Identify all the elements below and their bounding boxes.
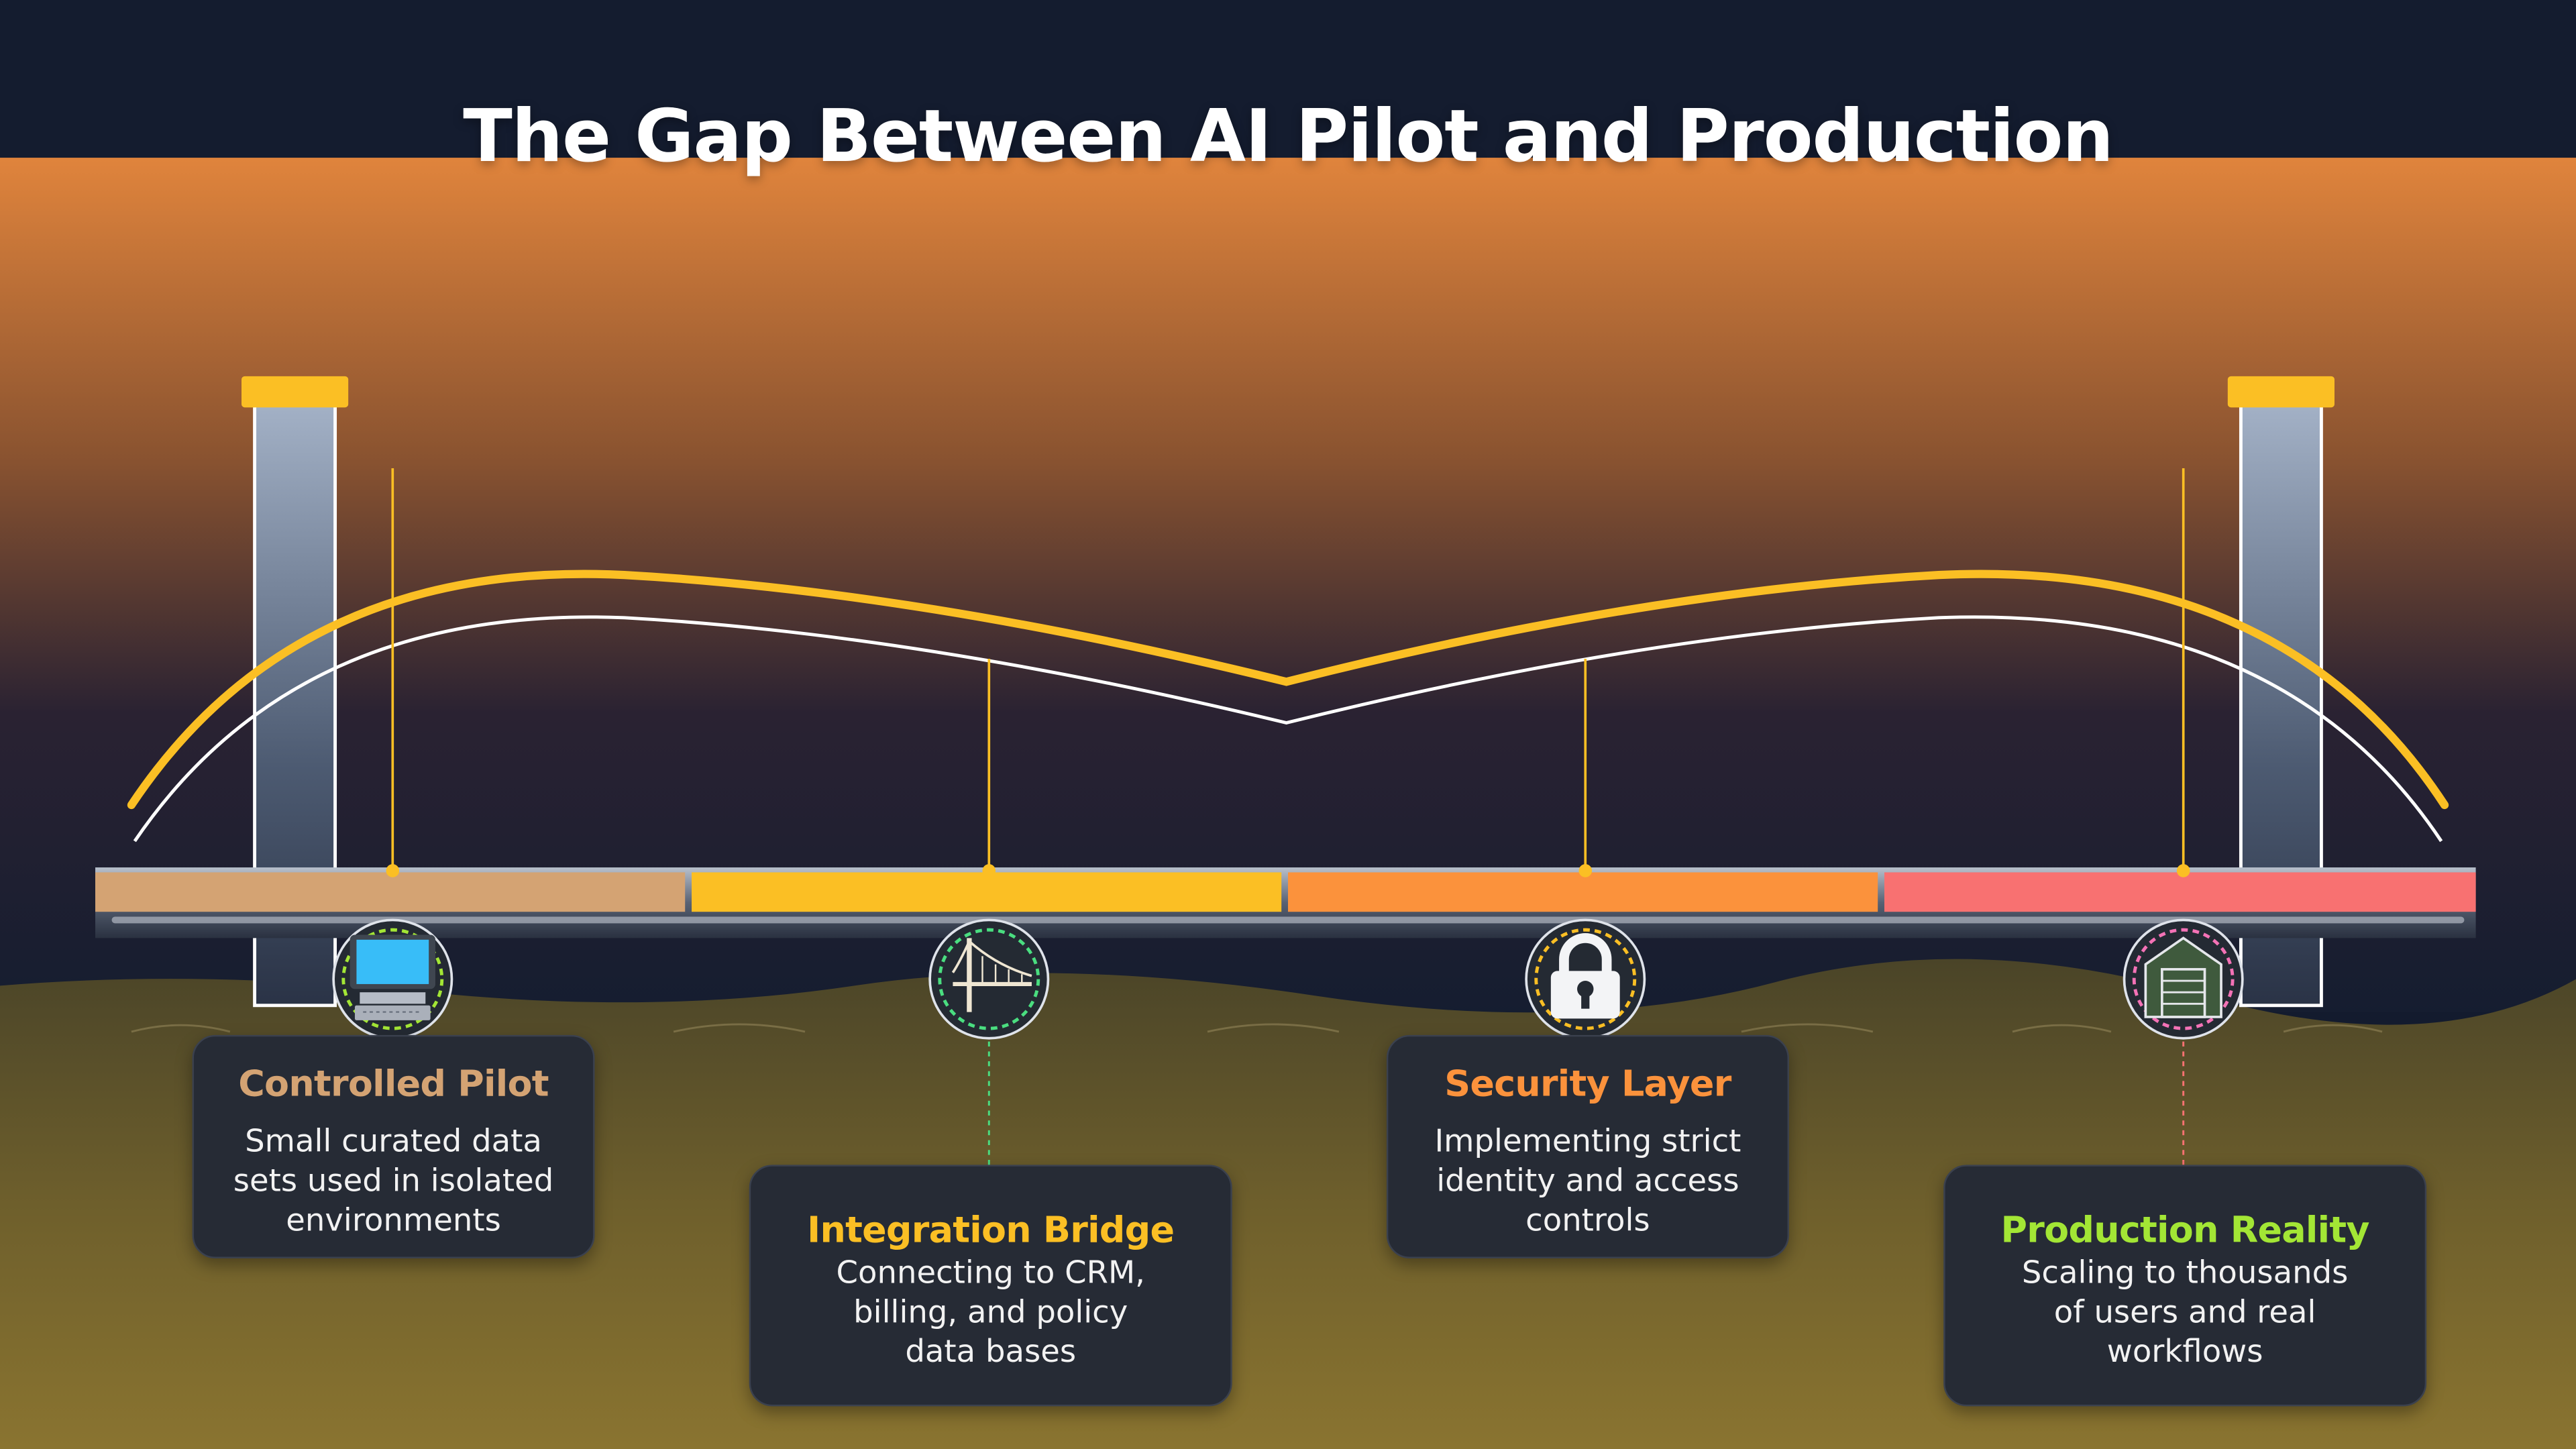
card-description-line: Scaling to thousands <box>2021 1255 2349 1291</box>
warehouse-icon <box>2123 918 2244 1040</box>
computer-icon <box>332 918 453 1040</box>
card-description-line: environments <box>286 1202 501 1239</box>
stage-card-production-reality: Production Reality Scaling to thousands … <box>1943 1165 2427 1407</box>
card-description-line: Connecting to CRM, <box>836 1255 1145 1291</box>
card-description-line: data bases <box>905 1334 1077 1371</box>
card-description: Implementing strict identity and access … <box>1388 1122 1787 1240</box>
card-description: Scaling to thousands of users and real w… <box>1945 1254 2425 1372</box>
card-description-line: of users and real <box>2053 1294 2316 1331</box>
card-description: Small curated data sets used in isolated… <box>194 1122 593 1240</box>
page-title: The Gap Between AI Pilot and Production <box>463 95 2114 179</box>
padlock-icon <box>1525 918 1646 1040</box>
bridge-deck <box>95 867 2476 938</box>
ground <box>0 959 2576 1449</box>
card-title: Controlled Pilot <box>238 1064 549 1106</box>
card-description-line: controls <box>1525 1202 1650 1239</box>
card-title: Security Layer <box>1444 1064 1731 1106</box>
card-title: Production Reality <box>2000 1210 2370 1252</box>
deck-segment-1 <box>95 872 686 912</box>
deck-segment-4 <box>1884 872 2476 912</box>
deck-segment-3 <box>1288 872 1878 912</box>
card-description-line: Implementing strict <box>1434 1124 1741 1160</box>
stage-card-controlled-pilot: Controlled Pilot Small curated data sets… <box>192 1034 595 1258</box>
ground-ripples <box>131 1023 2383 1033</box>
card-description: Connecting to CRM, billing, and policy d… <box>751 1254 1230 1372</box>
deck-segment-2 <box>692 872 1282 912</box>
card-description-line: Small curated data <box>245 1124 542 1160</box>
card-description-line: sets used in isolated <box>233 1163 554 1199</box>
card-description-line: workflows <box>2106 1334 2263 1371</box>
top-band <box>0 0 2576 158</box>
stage-card-security-layer: Security Layer Implementing strict ident… <box>1386 1034 1789 1258</box>
card-description-line: billing, and policy <box>853 1294 1128 1331</box>
connector-lines <box>987 1041 2185 1167</box>
bridge-icon <box>928 918 1050 1040</box>
secondary-cable <box>133 615 2443 843</box>
main-cable <box>127 570 2449 810</box>
card-title: Integration Bridge <box>807 1210 1175 1252</box>
card-description-line: identity and access <box>1436 1163 1739 1199</box>
suspender-anchors <box>386 864 2190 877</box>
suspender-lines <box>391 468 2185 871</box>
stage-card-integration-bridge: Integration Bridge Connecting to CRM, bi… <box>749 1165 1232 1407</box>
